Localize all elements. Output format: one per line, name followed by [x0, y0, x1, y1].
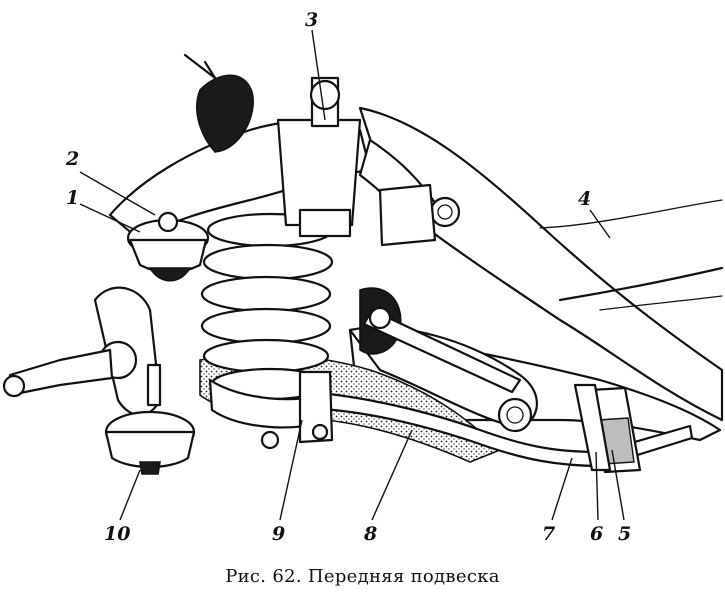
- shock-absorber: [276, 76, 362, 238]
- callout-2: 2: [65, 148, 79, 170]
- leader-lines: [79, 29, 625, 521]
- strut-rod: [362, 306, 522, 394]
- lower-spring-cup: [208, 370, 334, 450]
- callout-6: 6: [590, 523, 603, 545]
- callout-1: 1: [66, 187, 79, 209]
- figure-caption: Рис. 62. Передняя подвеска: [225, 566, 500, 587]
- callout-10: 10: [104, 523, 130, 545]
- callout-8: 8: [363, 523, 377, 545]
- callout-5: 5: [618, 523, 631, 545]
- callout-9: 9: [272, 523, 285, 545]
- callout-4: 4: [578, 188, 591, 210]
- callout-labels: 2 1 3 4 5 6 7 8 9 10: [65, 9, 631, 545]
- body-side-member: [358, 106, 724, 422]
- callout-7: 7: [542, 523, 555, 545]
- bump-stop: [183, 53, 254, 153]
- lower-ball-joint: [104, 363, 196, 475]
- upper-ball-joint: [126, 211, 210, 282]
- callout-3: 3: [305, 9, 318, 31]
- anti-roll-bar: [303, 390, 694, 468]
- steering-knuckle: [2, 286, 162, 416]
- anti-roll-bar-mount: [573, 383, 642, 474]
- front-suspension-illustration: 2 1 3 4 5 6 7 8 9 10: [2, 9, 724, 545]
